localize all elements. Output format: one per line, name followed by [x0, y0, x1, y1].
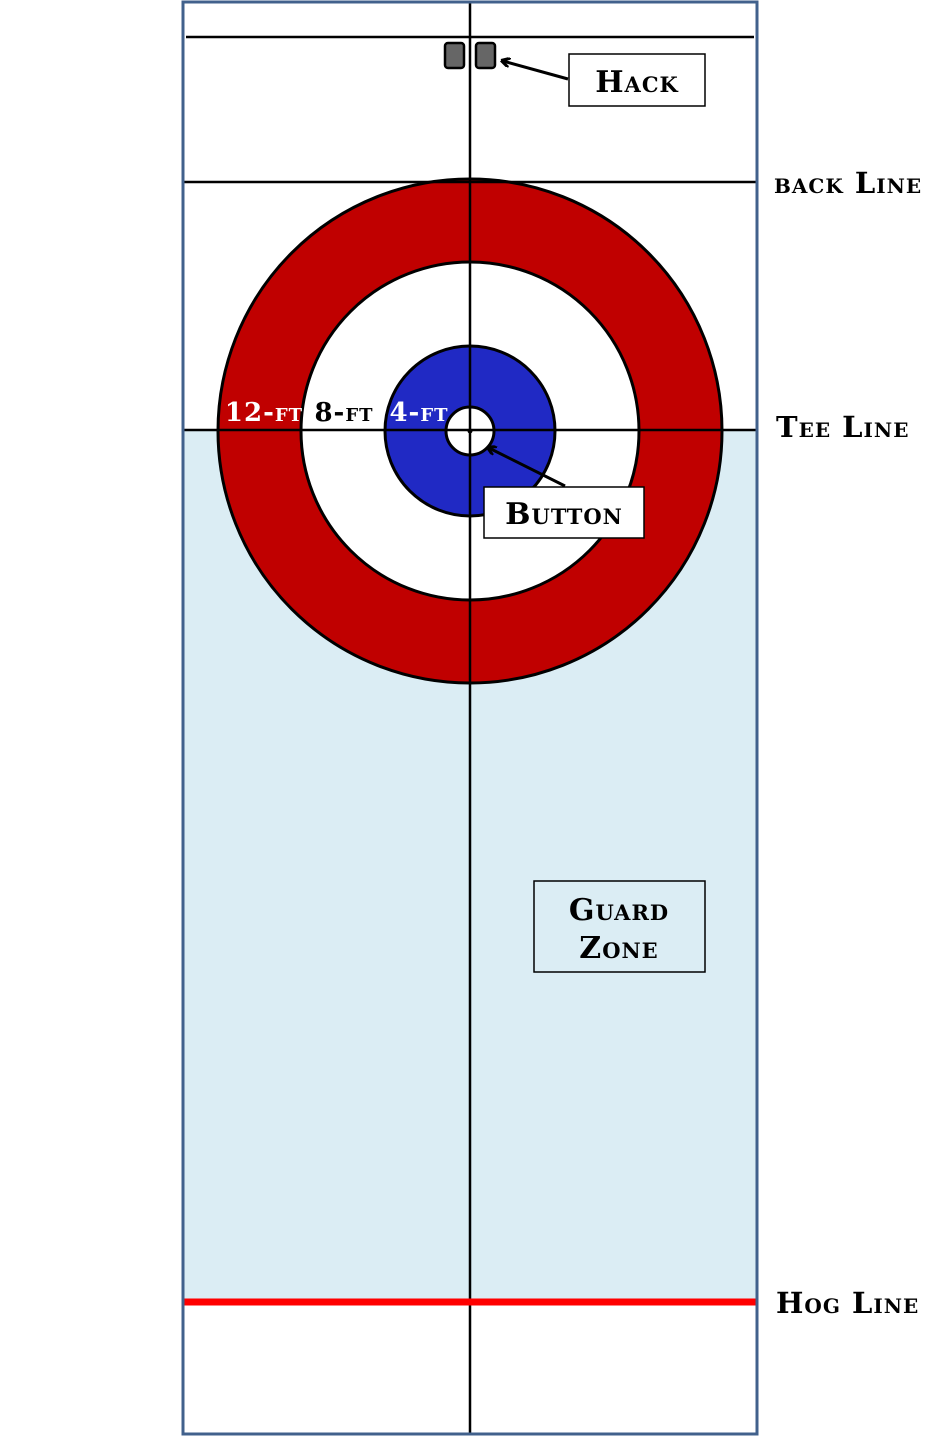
button-label-box [483, 486, 645, 539]
hack-block-left [443, 41, 466, 70]
hack-label-box [568, 53, 706, 107]
ring-8ft-label: 8-ft [314, 398, 373, 428]
button-label: Button [505, 497, 623, 532]
guard-zone-label-box [533, 880, 706, 973]
guard-zone-label-line2: Zone [579, 931, 658, 966]
button-arrow [489, 448, 566, 488]
guard-zone-label-line1: Guard [569, 893, 669, 928]
hack-block-right [474, 41, 497, 70]
hack-arrow [503, 61, 569, 81]
sheet-border [181, 0, 759, 1436]
tee-line-label: Tee Line [776, 410, 909, 444]
ring-4ft-label: 4-ft [389, 398, 448, 428]
back-line-label: back Line [774, 166, 922, 200]
hog-line-label: Hog Line [776, 1286, 919, 1320]
ring-12ft-label: 12-ft [225, 398, 303, 428]
hack-label: Hack [595, 65, 679, 100]
